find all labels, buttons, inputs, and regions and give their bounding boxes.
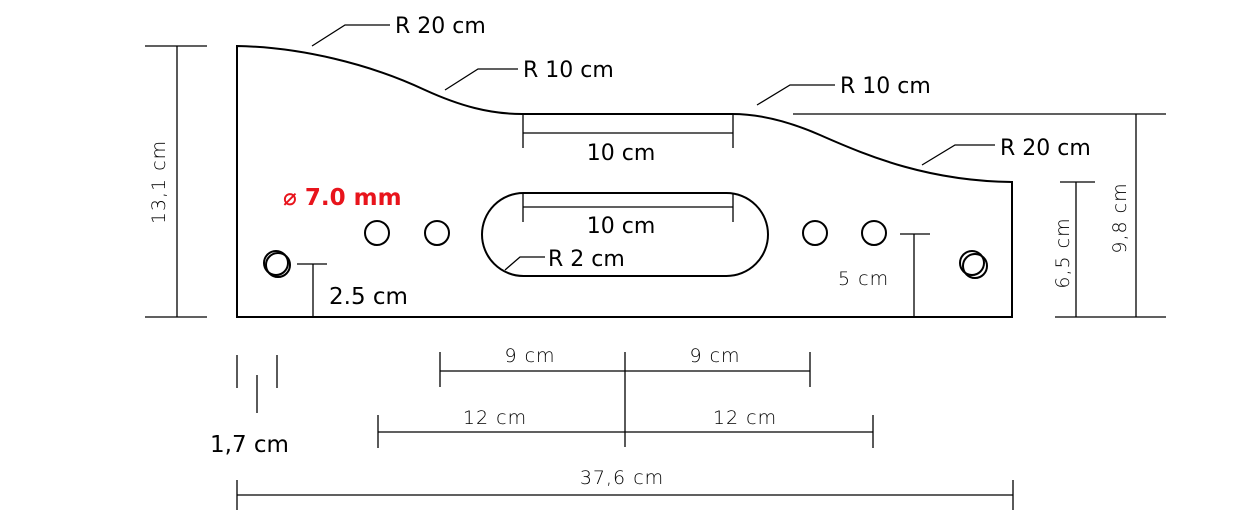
edge-offset-label: 1,7 cm (210, 432, 289, 458)
leader-line (311, 24, 390, 47)
leader-line (756, 84, 835, 106)
slot (481, 192, 769, 277)
hole (802, 220, 828, 246)
radius-label: R 10 cm (840, 74, 931, 99)
hole (364, 220, 390, 246)
inner-left-label: 9 cm (504, 345, 555, 367)
mounting-hole (265, 252, 291, 278)
outer-right-label: 12 cm (713, 407, 777, 429)
leader-line (444, 68, 518, 91)
hole (424, 220, 450, 246)
hole-diameter-label: ⌀ 7.0 mm (283, 185, 402, 211)
left-height-label: 13,1 cm (148, 140, 170, 224)
inner-right-label: 9 cm (689, 345, 740, 367)
radius-label: R 10 cm (523, 58, 614, 83)
outer-left-label: 12 cm (463, 407, 527, 429)
hole (861, 220, 887, 246)
leader-line (504, 256, 545, 271)
leader-line (921, 144, 995, 166)
slot-length-label: 10 cm (587, 214, 656, 239)
right-height-high-label: 9,8 cm (1109, 182, 1131, 253)
slot-radius-label: R 2 cm (548, 247, 625, 272)
radius-label: R 20 cm (1000, 136, 1091, 161)
top-flat-label: 10 cm (587, 141, 656, 166)
right-hole-height-label: 5 cm (838, 268, 889, 290)
radius-label: R 20 cm (395, 14, 486, 39)
plate-outline (236, 44, 1013, 318)
right-height-low-label: 6,5 cm (1052, 217, 1074, 288)
left-hole-height-label: 2.5 cm (329, 284, 408, 310)
mounting-hole (962, 253, 988, 279)
mounting-hole (263, 250, 289, 276)
total-width-label: 37,6 cm (580, 467, 664, 489)
mounting-hole (959, 250, 985, 276)
